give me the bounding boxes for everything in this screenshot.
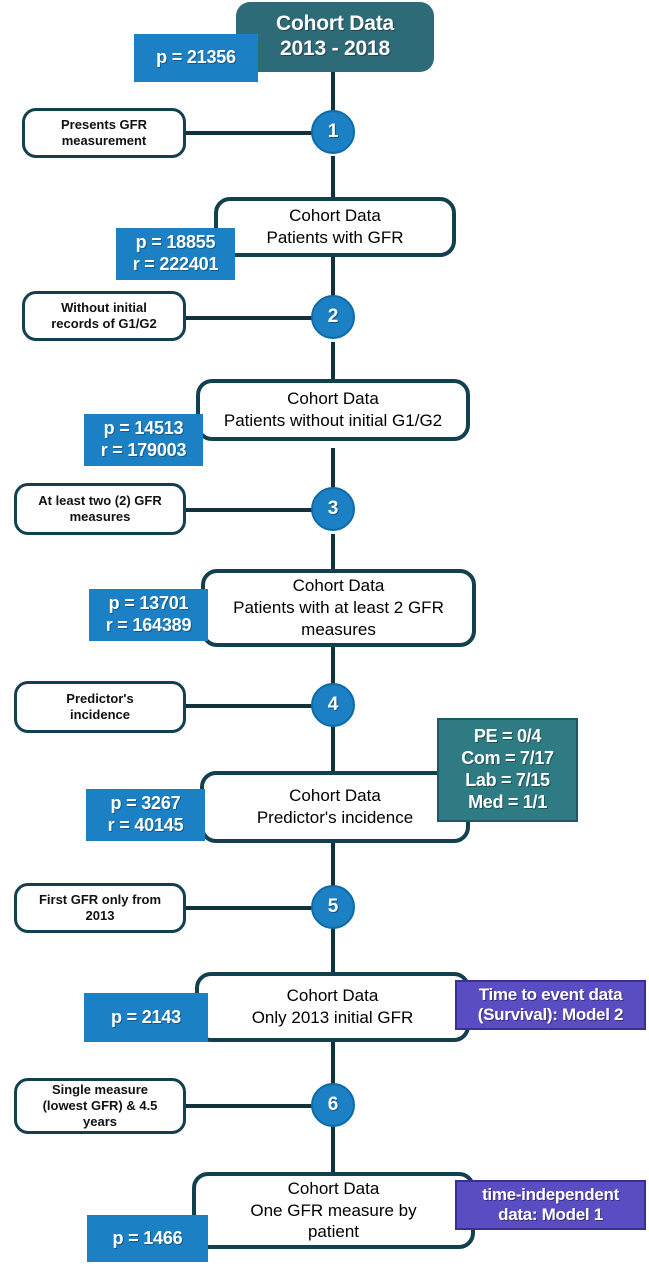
cohort-header-line1: Cohort Data (276, 12, 394, 36)
criteria-box-2: Without initial records of G1/G2 (22, 291, 186, 341)
step-circle-6: 6 (311, 1083, 355, 1127)
process-box-5-line1: Cohort Data (286, 986, 379, 1006)
connector-criteria3 (183, 508, 313, 512)
process-box-3: Cohort Data Patients with at least 2 GFR… (201, 569, 476, 647)
connector-box2-to-step3 (331, 448, 335, 492)
step-circle-2: 2 (311, 295, 355, 339)
criteria-box-3: At least two (2) GFR measures (14, 483, 186, 535)
predictor-stats-box: PE = 0/4 Com = 7/17 Lab = 7/15 Med = 1/1 (437, 718, 578, 822)
connector-box3-to-step4 (331, 645, 335, 686)
model-box-2-line2: (Survival): Model 2 (477, 1005, 624, 1024)
process-box-4: Cohort Data Predictor's incidence (200, 771, 470, 843)
process-box-2: Cohort Data Patients without initial G1/… (196, 379, 470, 441)
predictor-stats-pe: PE = 0/4 (473, 726, 542, 747)
cohort-header-box: Cohort Data 2013 - 2018 (236, 2, 434, 72)
process-box-1-line1: Cohort Data (289, 206, 381, 226)
criteria-box-2-text: Without initial records of G1/G2 (51, 299, 157, 331)
model-box-1-line1: time-independent (482, 1184, 619, 1204)
process-box-6: Cohort Data One GFR measure by patient (192, 1172, 475, 1249)
step-circle-4: 4 (311, 683, 355, 727)
process-box-1-line2: Patients with GFR (266, 228, 404, 247)
connector-criteria2 (183, 316, 313, 320)
criteria-box-4-text: Predictor's incidence (66, 690, 134, 722)
criteria-box-5: First GFR only from 2013 (14, 883, 186, 933)
connector-header-to-step1 (331, 70, 335, 118)
step-circle-1-number: 1 (327, 121, 339, 142)
connector-step4-to-box4 (331, 726, 335, 772)
predictor-stats-com: Com = 7/17 (461, 748, 554, 769)
model-box-2: Time to event data (Survival): Model 2 (455, 980, 646, 1030)
count-badge-2: p = 14513 r = 179003 (84, 414, 203, 466)
process-box-6-line1: Cohort Data (287, 1178, 380, 1198)
step-circle-4-number: 4 (327, 694, 339, 715)
model-box-1: time-independent data: Model 1 (455, 1180, 646, 1230)
step-circle-1: 1 (311, 110, 355, 154)
count-badge-3: p = 13701 r = 164389 (89, 589, 208, 641)
process-box-3-line2: Patients with at least 2 GFR (233, 598, 444, 618)
count-badge-3-patients: p = 13701 (108, 593, 189, 614)
process-box-5: Cohort Data Only 2013 initial GFR (195, 972, 470, 1042)
criteria-box-4: Predictor's incidence (14, 681, 186, 733)
step-circle-5: 5 (311, 885, 355, 929)
connector-step2-to-box2 (331, 342, 335, 382)
count-badge-2-records: r = 179003 (100, 440, 187, 460)
process-box-4-line1: Cohort Data (289, 786, 381, 806)
process-box-6-line3: patient (307, 1222, 360, 1242)
count-badge-4-patients: p = 3267 (110, 793, 181, 814)
process-box-6-line2: One GFR measure by (250, 1200, 417, 1220)
connector-box1-to-step2 (331, 255, 335, 305)
process-box-2-line1: Cohort Data (287, 389, 379, 409)
model-box-1-line2: data: Model 1 (498, 1205, 603, 1224)
connector-criteria1 (183, 131, 313, 135)
count-badge-1-records: r = 222401 (132, 254, 219, 274)
criteria-box-1: Presents GFR measurement (22, 108, 186, 158)
step-circle-3: 3 (311, 487, 355, 531)
process-box-5-line2: Only 2013 initial GFR (251, 1008, 414, 1027)
process-box-4-line2: Predictor's incidence (256, 808, 414, 827)
predictor-stats-lab: Lab = 7/15 (465, 770, 550, 790)
connector-step3-to-box3 (331, 534, 335, 572)
count-badge-5: p = 2143 (84, 993, 208, 1042)
connector-step5-to-box5 (331, 928, 335, 974)
connector-box5-to-step6 (331, 1042, 335, 1086)
criteria-box-3-text: At least two (2) GFR measures (38, 492, 162, 524)
step-circle-2-number: 2 (327, 306, 339, 327)
process-box-3-line1: Cohort Data (292, 576, 385, 596)
count-badge-1-patients: p = 18855 (135, 232, 216, 253)
count-badge-5-patients: p = 2143 (111, 1006, 181, 1027)
process-box-2-line2: Patients without initial G1/G2 (223, 411, 443, 430)
criteria-box-6-text: Single measure (lowest GFR) & 4.5 years (42, 1081, 158, 1130)
connector-criteria4 (183, 704, 313, 708)
connector-box4-to-step5 (331, 843, 335, 888)
count-badge-4: p = 3267 r = 40145 (86, 789, 205, 841)
connector-step6-to-box6 (331, 1126, 335, 1172)
process-box-3-line3: measures (301, 619, 376, 639)
count-badge-0: p = 21356 (134, 34, 258, 82)
predictor-stats-med: Med = 1/1 (468, 791, 547, 812)
cohort-header-line2: 2013 - 2018 (280, 37, 390, 60)
process-box-1: Cohort Data Patients with GFR (214, 197, 456, 257)
criteria-box-6: Single measure (lowest GFR) & 4.5 years (14, 1078, 186, 1134)
connector-step1-to-box1 (331, 156, 335, 200)
criteria-box-5-text: First GFR only from 2013 (38, 891, 162, 923)
count-badge-3-records: r = 164389 (105, 615, 192, 635)
count-badge-6: p = 1466 (87, 1215, 208, 1262)
connector-criteria6 (183, 1104, 313, 1108)
count-badge-1: p = 18855 r = 222401 (116, 228, 235, 280)
count-badge-4-records: r = 40145 (107, 815, 184, 835)
count-badge-0-patients: p = 21356 (156, 47, 236, 68)
count-badge-6-patients: p = 1466 (112, 1227, 183, 1248)
criteria-box-1-text: Presents GFR measurement (61, 116, 147, 148)
model-box-2-line1: Time to event data (478, 984, 623, 1004)
step-circle-5-number: 5 (327, 896, 339, 917)
step-circle-6-number: 6 (327, 1094, 339, 1115)
connector-criteria5 (183, 906, 313, 910)
step-circle-3-number: 3 (327, 498, 339, 519)
count-badge-2-patients: p = 14513 (103, 418, 184, 439)
